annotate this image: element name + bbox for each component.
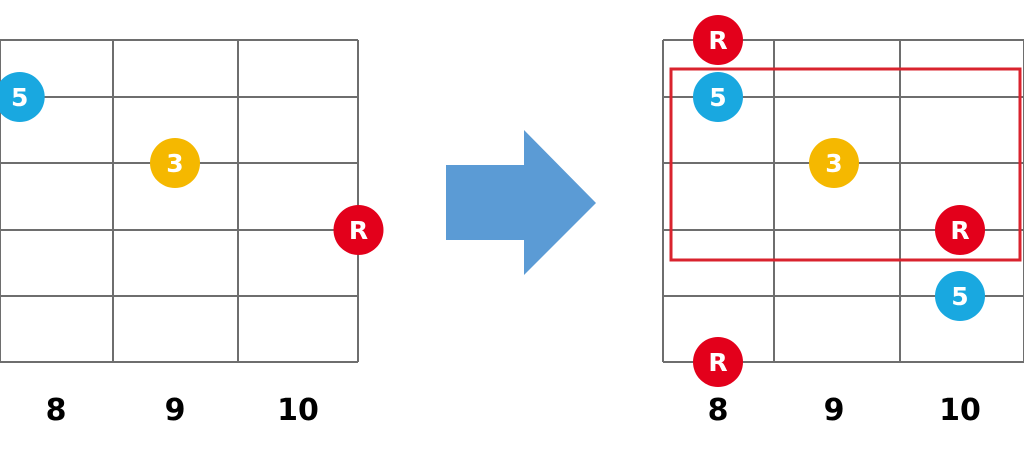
right-arrow-icon <box>446 130 596 275</box>
fret-number-label: 8 <box>46 393 67 428</box>
fret-grid <box>0 39 359 363</box>
note-label: 5 <box>951 282 968 311</box>
note-marker-fifth: 5 <box>935 271 985 321</box>
fret-number-label: 9 <box>165 393 186 428</box>
note-markers: 5 3R <box>0 72 384 255</box>
fret-number-label: 10 <box>277 393 319 428</box>
note-marker-root: R <box>935 205 985 255</box>
highlight-box <box>669 67 1022 262</box>
note-label: 3 <box>825 149 842 178</box>
note-dot <box>333 205 384 255</box>
left-fretboard-diagram: 8 9 10 5 3R <box>0 39 384 428</box>
note-label: 5 <box>709 83 726 112</box>
note-dot <box>809 138 859 188</box>
fret-number-label: 10 <box>939 393 981 428</box>
note-marker-fifth: 5 <box>693 72 743 122</box>
note-label: 5 <box>11 83 28 112</box>
note-dot <box>935 205 985 255</box>
note-label: R <box>708 26 727 55</box>
note-dot <box>935 271 985 321</box>
note-label: R <box>349 216 368 245</box>
note-marker-root: R <box>333 205 384 255</box>
note-marker-third: 3 <box>150 138 200 188</box>
note-dot <box>693 72 743 122</box>
note-dot <box>693 15 743 65</box>
note-dot <box>693 337 743 387</box>
note-marker-root: R <box>693 15 743 65</box>
fret-number-label: 9 <box>824 393 845 428</box>
note-marker-third: 3 <box>809 138 859 188</box>
fret-labels: 8 9 10 <box>708 393 981 428</box>
note-dot <box>150 138 200 188</box>
fret-labels: 8 9 10 <box>46 393 319 428</box>
note-marker-fifth: 5 <box>0 72 45 122</box>
arrow-icon <box>446 130 596 275</box>
note-marker-root: R <box>693 337 743 387</box>
note-label: R <box>950 216 969 245</box>
note-dot <box>0 72 45 122</box>
note-label: R <box>708 348 727 377</box>
fret-number-label: 8 <box>708 393 729 428</box>
note-label: 3 <box>166 149 183 178</box>
